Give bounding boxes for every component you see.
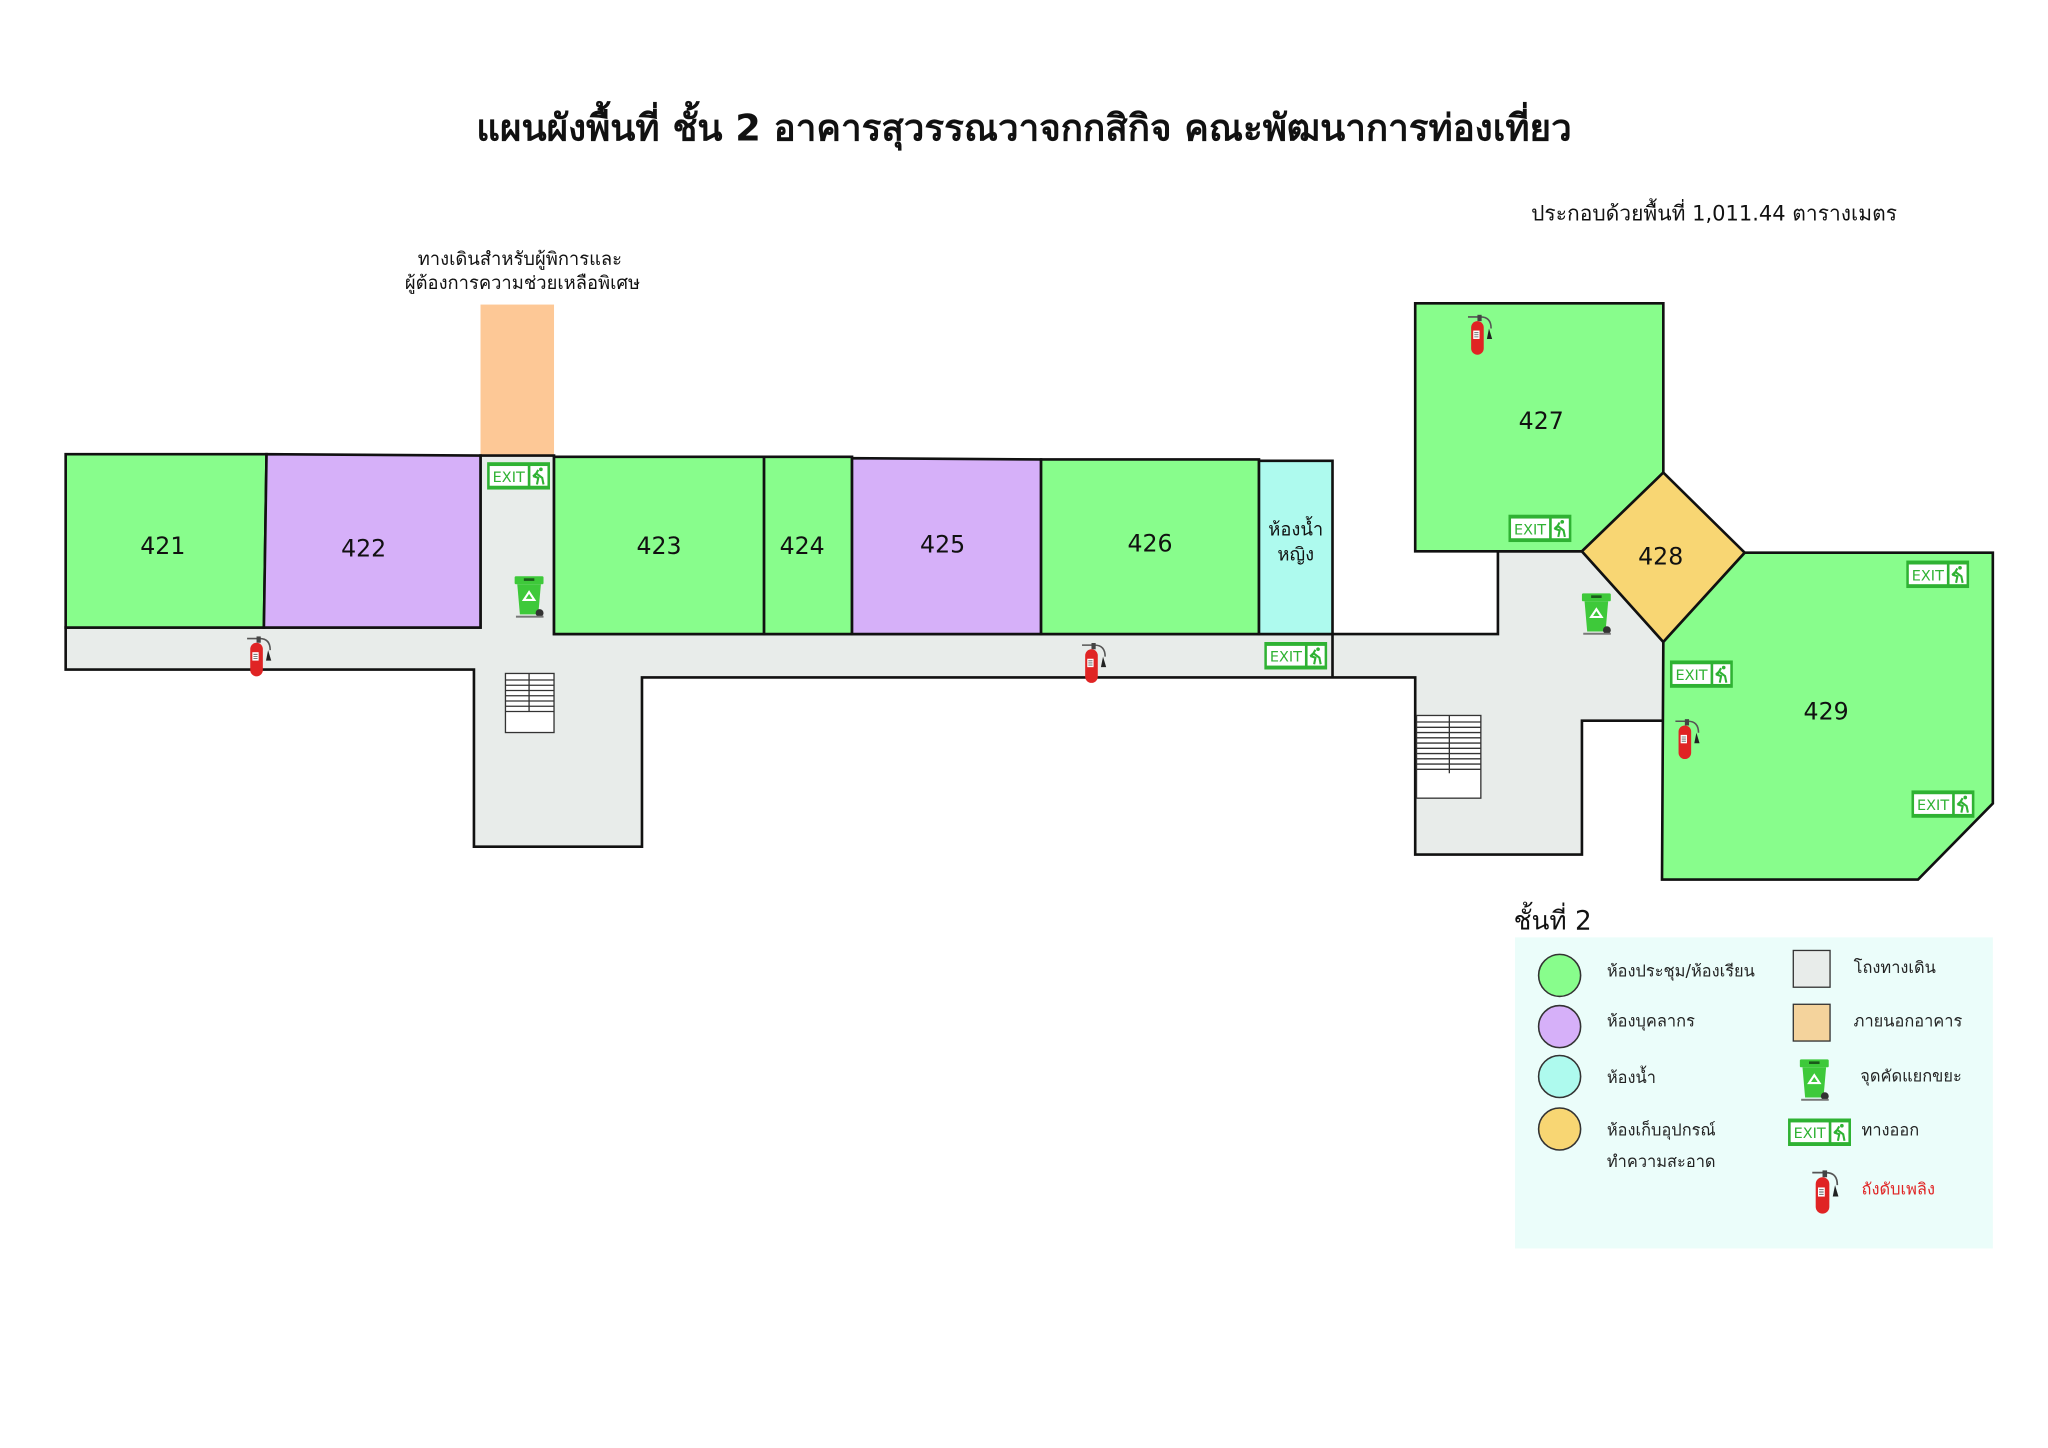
exit-sign-icon: EXIT xyxy=(1508,514,1572,543)
legend-swatch-toilet xyxy=(1537,1054,1582,1099)
legend-title: ชั้นที่ 2 xyxy=(1514,901,1592,936)
legend-label-storage-line1: ห้องเก็บอุปกรณ์ xyxy=(1607,1120,1716,1141)
exit-sign-text: EXIT xyxy=(1917,798,1949,814)
room-429[interactable]: 429 xyxy=(1660,551,1995,881)
toilet-label-line1: ห้องน้ำ xyxy=(1268,516,1323,541)
exit-sign-text: EXIT xyxy=(1514,522,1546,538)
legend-label-recycle: จุดคัดแยกขยะ xyxy=(1860,1067,1962,1087)
area-note: ประกอบด้วยพื้นที่ 1,011.44 ตารางเมตร xyxy=(1531,199,1897,226)
legend-label-storage-line2: ทำความสะอาด xyxy=(1607,1152,1716,1171)
room-423[interactable]: 423 xyxy=(552,455,766,636)
legend-label-corridor: โถงทางเดิน xyxy=(1854,958,1936,977)
room-label: 425 xyxy=(920,531,965,559)
room-toilet-women[interactable]: ห้องน้ำ หญิง xyxy=(1257,459,1334,636)
stairs-right xyxy=(1415,714,1482,799)
toilet-label-line2: หญิง xyxy=(1277,545,1314,566)
room-422[interactable]: 422 xyxy=(262,452,482,629)
legend-label-staff: ห้องบุคลากร xyxy=(1607,1012,1695,1032)
exit-sign-text: EXIT xyxy=(1912,568,1944,584)
legend-label-extinguisher: ถังดับเพลิง xyxy=(1862,1180,1935,1199)
room-426[interactable]: 426 xyxy=(1039,458,1261,636)
exit-sign-text: EXIT xyxy=(1676,668,1708,684)
exit-sign-text: EXIT xyxy=(1270,650,1302,666)
room-label: 426 xyxy=(1127,529,1172,557)
room-label: 428 xyxy=(1638,542,1683,570)
exit-sign-icon: EXIT xyxy=(1911,790,1975,818)
exit-sign-icon: EXIT xyxy=(487,462,551,490)
legend-swatch-storage xyxy=(1537,1107,1582,1151)
legend-swatch-corridor xyxy=(1792,949,1831,988)
ramp-label-line1: ทางเดินสำหรับผู้พิการและ xyxy=(418,249,622,270)
exit-sign-icon: EXIT xyxy=(1906,560,1970,589)
room-label: 424 xyxy=(780,532,825,560)
ramp-label-line2: ผู้ต้องการความช่วยเหลือพิเศษ xyxy=(405,273,640,294)
legend-label-meeting: ห้องประชุม/ห้องเรียน xyxy=(1607,962,1755,982)
legend: ห้องประชุม/ห้องเรียน ห้องบุคลากร ห้องน้ำ… xyxy=(1514,937,1993,1249)
room-label: 422 xyxy=(341,535,386,563)
legend-label-outside: ภายนอกอาคาร xyxy=(1854,1012,1963,1031)
room-424[interactable]: 424 xyxy=(762,455,854,636)
exit-sign-icon: EXIT xyxy=(1264,641,1328,670)
legend-swatch-meeting xyxy=(1537,953,1582,998)
room-label: 423 xyxy=(636,532,681,560)
room-label: 421 xyxy=(140,532,185,560)
legend-swatch-staff xyxy=(1537,1004,1582,1049)
legend-label-toilet: ห้องน้ำ xyxy=(1607,1065,1656,1087)
accessibility-ramp xyxy=(480,304,555,457)
room-label: 429 xyxy=(1804,697,1849,725)
exit-sign-icon: EXIT xyxy=(1788,1118,1852,1147)
legend-swatch-outside xyxy=(1792,1003,1831,1042)
stairs-left xyxy=(504,672,555,734)
page-title: แผนผังพื้นที่ ชั้น 2 อาคารสุวรรณวาจกกสิก… xyxy=(476,100,1571,151)
exit-sign-text: EXIT xyxy=(493,470,525,486)
legend-label-exit: ทางออก xyxy=(1862,1121,1920,1140)
room-421[interactable]: 421 xyxy=(64,452,268,629)
room-label: 427 xyxy=(1519,407,1564,435)
exit-sign-icon: EXIT xyxy=(1669,660,1733,688)
room-425[interactable]: 425 xyxy=(850,456,1043,636)
exit-sign-text: EXIT xyxy=(1794,1126,1826,1142)
